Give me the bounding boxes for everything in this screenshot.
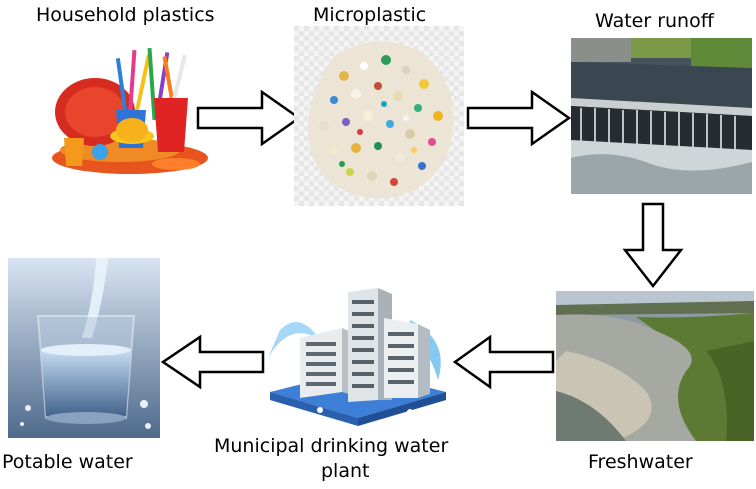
arrow-plastics-to-microplastic (196, 89, 302, 147)
weir-runoff-icon (571, 38, 752, 194)
label-microplastic: Microplastic (313, 4, 427, 26)
microplastic-pellets-icon (294, 26, 464, 206)
label-freshwater: Freshwater (588, 451, 693, 473)
label-treatment-plant-line2: plant (321, 460, 370, 482)
plastic-tableware-icon (52, 47, 208, 174)
label-potable-water: Potable water (2, 451, 133, 473)
river-landscape-icon (556, 291, 754, 441)
arrow-microplastic-to-runoff (466, 89, 572, 147)
arrow-freshwater-to-plant (452, 334, 555, 390)
water-glass-icon (8, 258, 160, 438)
arrow-runoff-to-freshwater (622, 202, 684, 289)
label-household-plastics: Household plastics (36, 4, 215, 26)
label-treatment-plant-line1: Municipal drinking water (214, 435, 449, 457)
water-plant-buildings-icon (268, 288, 446, 426)
arrow-plant-to-potable (160, 334, 265, 390)
label-water-runoff: Water runoff (595, 10, 714, 32)
